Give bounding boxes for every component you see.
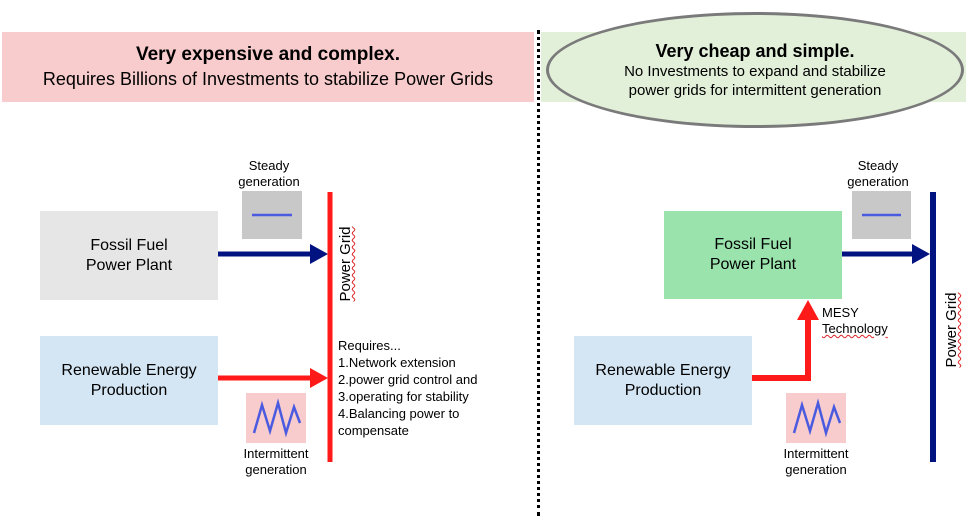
left-renewable-label-line2: Production — [90, 381, 168, 399]
right-intermittent-icon-box — [786, 393, 846, 443]
left-requires-list: Requires... 1.Network extension 2.power … — [338, 337, 477, 439]
left-intermittent-icon-box — [246, 393, 306, 443]
right-intermittent-label-line1: Intermittent — [783, 446, 849, 461]
left-banner-subtitle: Requires Billions of Investments to stab… — [42, 69, 494, 89]
right-renewable-label-line1: Renewable Energy — [595, 361, 731, 379]
right-banner-ellipse: Very cheap and simple. No Investments to… — [546, 12, 964, 128]
left-requires-title: Requires... — [338, 338, 401, 353]
mesy-label-line2: Technology — [822, 321, 888, 336]
intermittent-wave-icon — [252, 398, 302, 438]
left-steady-label-line1: Steady — [248, 158, 290, 173]
left-banner-title: Very expensive and complex. — [135, 44, 401, 65]
left-renewable-label-line1: Renewable Energy — [61, 361, 197, 379]
left-steady-label: Steady generation — [236, 158, 302, 190]
right-steady-label: Steady generation — [842, 158, 914, 190]
right-steady-arrow — [842, 244, 930, 264]
left-steady-label-line2: generation — [238, 174, 300, 189]
left-fossil-label-line2: Power Plant — [85, 256, 173, 274]
right-intermittent-label-line2: generation — [785, 462, 847, 477]
left-intermittent-label-line1: Intermittent — [243, 446, 309, 461]
mesy-conversion-arrow — [752, 300, 819, 381]
right-banner-title: Very cheap and simple. — [655, 41, 855, 61]
right-renewable-label-line2: Production — [624, 381, 702, 399]
steady-line-icon — [862, 213, 901, 217]
right-intermittent-label: Intermittent generation — [774, 446, 858, 478]
right-fossil-label-line1: Fossil Fuel — [714, 236, 792, 253]
left-intermittent-label-line2: generation — [245, 462, 307, 477]
right-banner-subtitle-line2: power grids for intermittent generation — [628, 82, 882, 99]
intermittent-wave-icon — [792, 398, 842, 438]
left-requires-item: 4.Balancing power to — [338, 406, 460, 421]
steady-line-icon — [252, 213, 292, 217]
right-fossil-label-line2: Power Plant — [709, 256, 797, 273]
center-divider — [537, 30, 540, 516]
left-requires-item: compensate — [338, 423, 409, 438]
right-banner-subtitle-line1: No Investments to expand and stabilize — [624, 63, 886, 80]
left-fossil-label-line1: Fossil Fuel — [90, 236, 168, 254]
right-steady-icon-box — [852, 191, 911, 239]
left-renewable-box: Renewable Energy Production — [40, 336, 218, 425]
left-intermittent-label: Intermittent generation — [234, 446, 318, 478]
left-steady-arrow — [218, 244, 328, 264]
left-requires-item: 3.operating for stability — [338, 389, 469, 404]
right-renewable-box: Renewable Energy Production — [574, 336, 752, 425]
right-power-grid-text: Power Grid — [943, 292, 960, 368]
right-steady-label-line2: generation — [847, 174, 909, 189]
left-banner: Very expensive and complex. Requires Bil… — [2, 32, 534, 102]
right-steady-label-line1: Steady — [857, 158, 899, 173]
left-intermittent-arrow — [218, 368, 328, 388]
left-fossil-box: Fossil Fuel Power Plant — [40, 211, 218, 300]
mesy-label-line1: MESY — [822, 305, 859, 320]
mesy-technology-label: MESY Technology — [822, 305, 888, 337]
left-requires-item: 2.power grid control and — [338, 372, 478, 387]
left-steady-icon-box — [242, 191, 302, 239]
right-power-grid-label: Power Grid — [943, 285, 963, 375]
left-requires-item: 1.Network extension — [338, 355, 456, 370]
right-fossil-box: Fossil Fuel Power Plant — [664, 211, 842, 299]
